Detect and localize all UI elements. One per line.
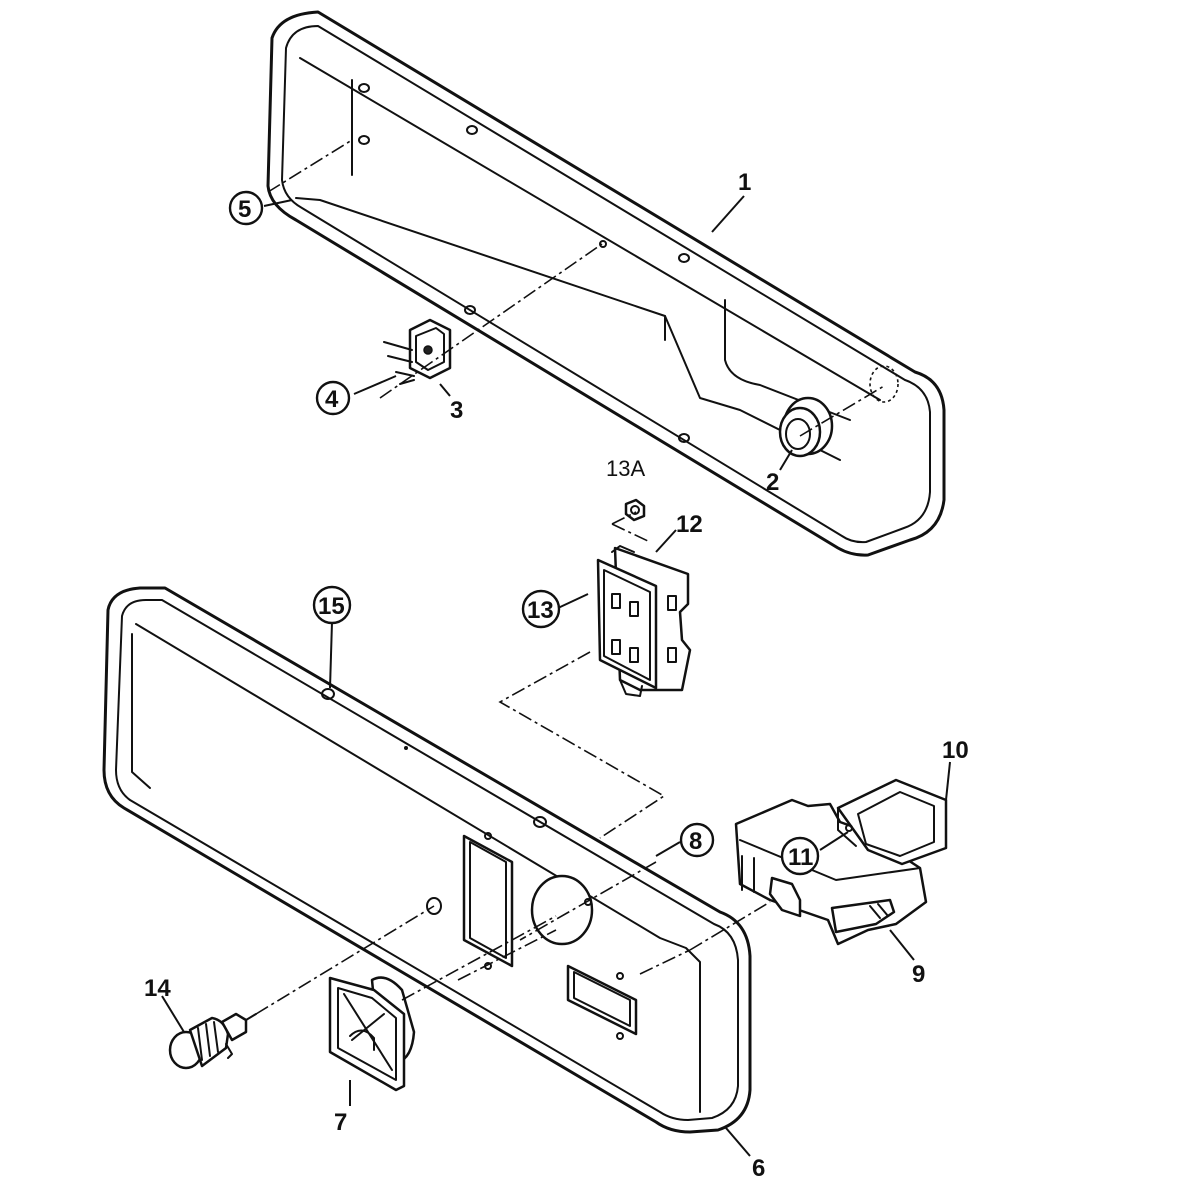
callout-15: 15 xyxy=(312,585,352,625)
callout-2: 2 xyxy=(766,469,779,496)
callout-11: 11 xyxy=(780,836,820,876)
callout-6: 6 xyxy=(752,1155,765,1182)
meter xyxy=(328,976,416,1092)
callout-11-label: 11 xyxy=(788,844,813,871)
mounting-bracket xyxy=(836,778,948,866)
callout-9: 9 xyxy=(912,961,925,988)
duplex-receptacle xyxy=(596,545,692,697)
callout-13-label: 13 xyxy=(527,597,554,624)
leader-lines xyxy=(161,195,951,1157)
callout-9-label: 9 xyxy=(912,961,925,988)
callout-13a: 13A xyxy=(606,456,645,481)
assembly-lines xyxy=(255,139,885,1015)
knob xyxy=(168,1012,257,1070)
circuit-breaker xyxy=(734,798,928,946)
callout-14: 14 xyxy=(144,975,171,1002)
callout-4: 4 xyxy=(315,380,351,416)
callout-13a-label: 13A xyxy=(606,456,645,481)
callout-7: 7 xyxy=(334,1109,347,1136)
callout-10-label: 10 xyxy=(942,737,969,764)
callout-1: 1 xyxy=(738,169,751,196)
callout-5-label: 5 xyxy=(238,196,251,223)
hex-nut xyxy=(624,498,646,522)
grommet xyxy=(778,396,834,458)
callout-2-label: 2 xyxy=(766,469,779,496)
callout-15-label: 15 xyxy=(318,593,345,620)
front-panel xyxy=(102,586,752,1134)
rear-housing xyxy=(266,10,946,557)
callout-1-label: 1 xyxy=(738,169,751,196)
callout-10: 10 xyxy=(942,737,969,764)
callout-7-label: 7 xyxy=(334,1109,347,1136)
callout-13: 13 xyxy=(521,589,561,629)
callout-8: 8 xyxy=(679,822,715,858)
callout-14-label: 14 xyxy=(144,975,171,1002)
callout-3-label: 3 xyxy=(450,397,463,424)
callout-5: 5 xyxy=(228,190,264,226)
callout-3: 3 xyxy=(450,397,463,424)
terminal-block xyxy=(383,318,452,385)
callout-12-label: 12 xyxy=(676,511,703,538)
callout-4-label: 4 xyxy=(325,386,339,413)
callout-6-label: 6 xyxy=(752,1155,765,1182)
callout-8-label: 8 xyxy=(689,828,702,855)
callout-12: 12 xyxy=(676,511,703,538)
